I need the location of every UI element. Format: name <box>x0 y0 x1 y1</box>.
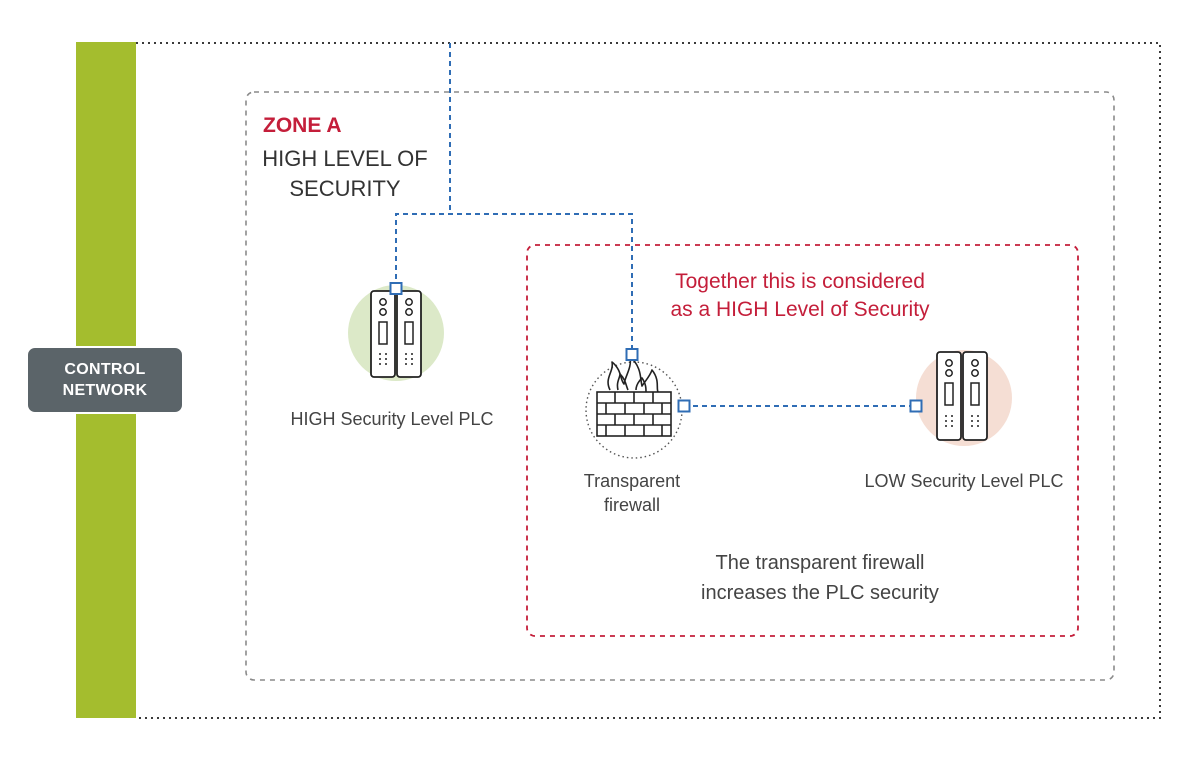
firewall-label-line2: firewall <box>603 495 660 515</box>
group-note-line1: Together this is considered <box>675 270 925 293</box>
port-high-plc <box>389 282 403 295</box>
low-plc-label: LOW Security Level PLC <box>864 471 1064 491</box>
explanation-line2: increases the PLC security <box>701 582 939 604</box>
explanation-line1: The transparent firewall <box>715 552 925 574</box>
control-network-label: CONTROL NETWORK <box>26 346 184 414</box>
zone-a-boundary <box>245 91 1115 681</box>
network-label-line2: NETWORK <box>62 382 148 399</box>
branch-line <box>395 213 633 354</box>
port-low-plc <box>909 399 923 413</box>
zone-subtitle-line2: SECURITY <box>289 176 401 201</box>
port-firewall-right <box>677 399 691 413</box>
zone-title: ZONE A <box>263 114 342 137</box>
network-links <box>395 43 916 407</box>
firewall-label-line1: Transparent <box>583 471 681 491</box>
firewall-explanation: The transparent firewall increases the P… <box>640 548 1000 608</box>
connection-ports <box>389 282 923 413</box>
port-firewall-top <box>625 348 639 361</box>
firewall-icon <box>585 355 683 459</box>
firewall-label: Transparent firewall <box>552 469 712 517</box>
high-security-group-boundary <box>526 244 1079 637</box>
plc-low-icon <box>916 350 1012 446</box>
group-note-line2: as a HIGH Level of Security <box>670 298 930 321</box>
plc-high-icon <box>348 285 444 381</box>
high-security-group-note: Together this is considered as a HIGH Le… <box>600 268 1000 324</box>
high-plc-label: HIGH Security Level PLC <box>290 409 494 429</box>
network-label-line1: CONTROL <box>64 361 146 378</box>
zone-subtitle: HIGH LEVEL OF SECURITY <box>240 144 450 204</box>
zone-subtitle-line1: HIGH LEVEL OF <box>262 146 428 171</box>
control-network-boundary <box>136 42 1161 719</box>
